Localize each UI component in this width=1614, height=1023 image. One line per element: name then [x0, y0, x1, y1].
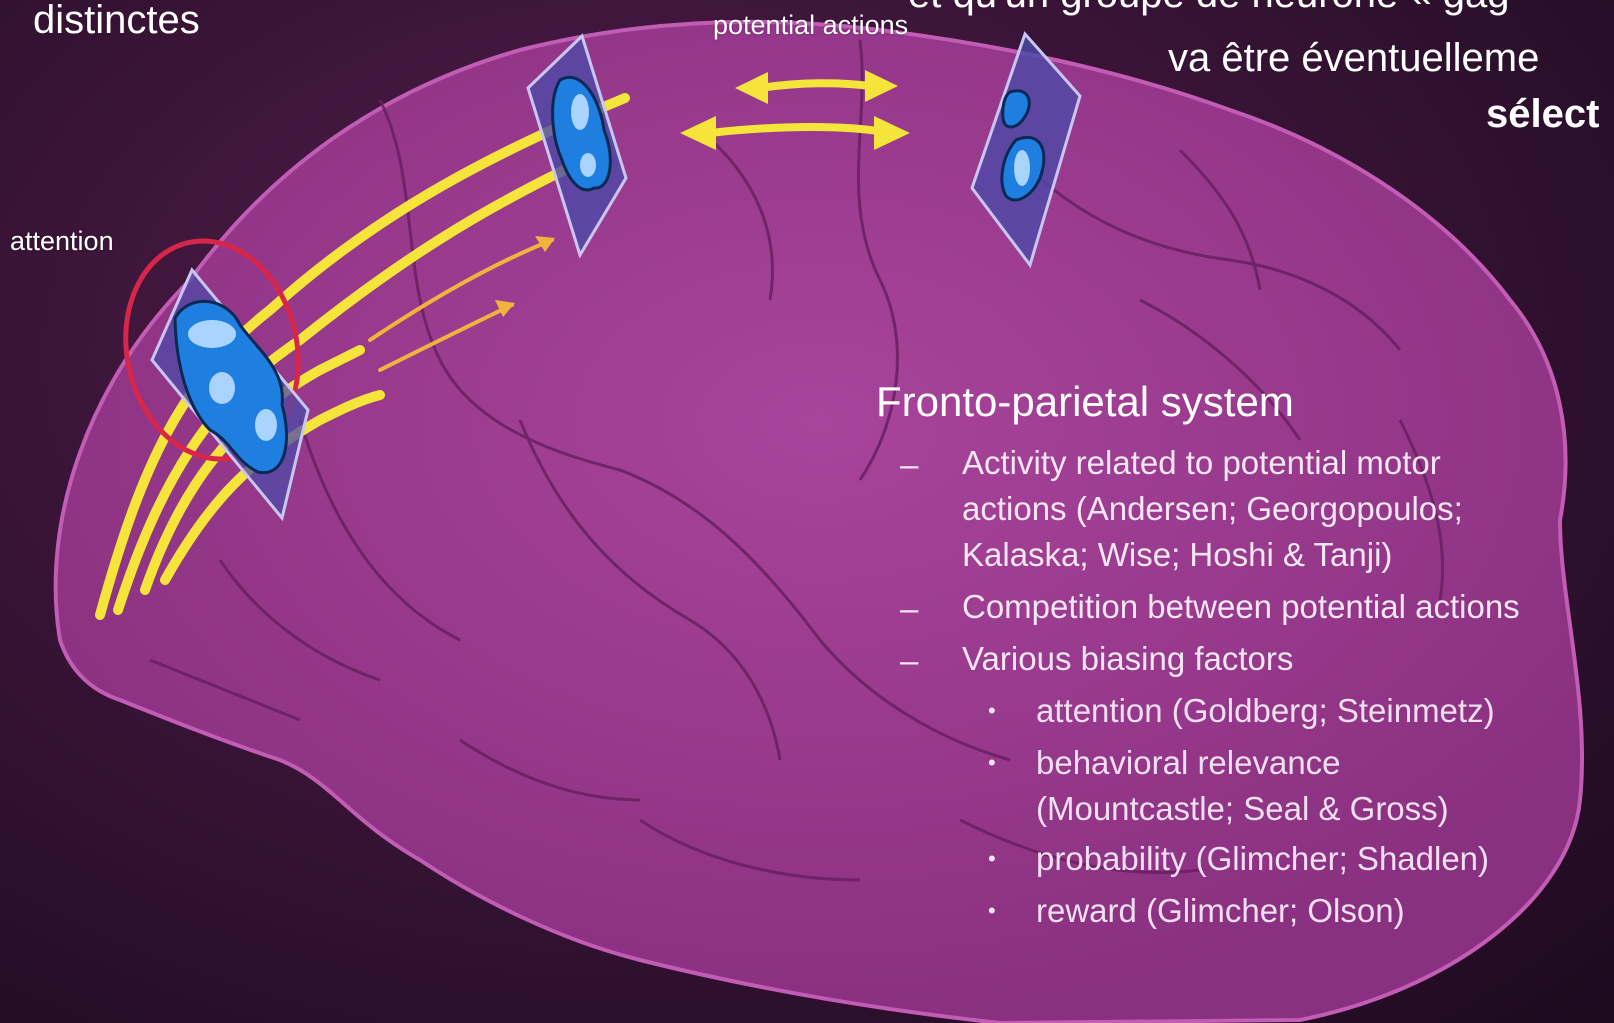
dash-2: –: [900, 590, 918, 628]
attention-activity-core-3: [255, 409, 277, 441]
dash-1: –: [900, 446, 918, 484]
subitem-1-line-1: attention (Goldberg; Steinmetz): [1036, 692, 1495, 730]
slide-text-right-line2: va être éventuelleme: [1168, 36, 1539, 81]
slide-text-right-line1: et qu'un groupe de neurone « gag: [908, 0, 1509, 17]
item-1-line-3: Kalaska; Wise; Hoshi & Tanji): [962, 536, 1392, 574]
action-plane-2-core: [1014, 150, 1030, 186]
subitem-2-line-2: (Mountcastle; Seal & Gross): [1036, 790, 1449, 828]
bullet-2: •: [988, 750, 996, 776]
action-plane-1-core-2: [580, 153, 596, 177]
subitem-4-line-1: reward (Glimcher; Olson): [1036, 892, 1405, 930]
dash-3: –: [900, 642, 918, 680]
slide-text-right-line3: sélect: [1486, 92, 1599, 137]
slide-text-left: distinctes: [33, 0, 200, 43]
attention-label: attention: [10, 226, 114, 257]
item-3-line-1: Various biasing factors: [962, 640, 1293, 678]
bullet-3: •: [988, 846, 996, 872]
item-1-line-2: actions (Andersen; Georgopoulos;: [962, 490, 1463, 528]
panel-title: Fronto-parietal system: [876, 378, 1294, 426]
item-2-line-1: Competition between potential actions: [962, 588, 1520, 626]
action-plane-1-core-1: [571, 94, 589, 130]
bullet-4: •: [988, 898, 996, 924]
item-1-line-1: Activity related to potential motor: [962, 444, 1441, 482]
potential-actions-label: potential actions: [713, 10, 908, 41]
subitem-3-line-1: probability (Glimcher; Shadlen): [1036, 840, 1489, 878]
subitem-2-line-1: behavioral relevance: [1036, 744, 1341, 782]
bullet-1: •: [988, 698, 996, 724]
attention-activity-core-1: [188, 320, 236, 348]
attention-activity-core-2: [209, 372, 235, 404]
